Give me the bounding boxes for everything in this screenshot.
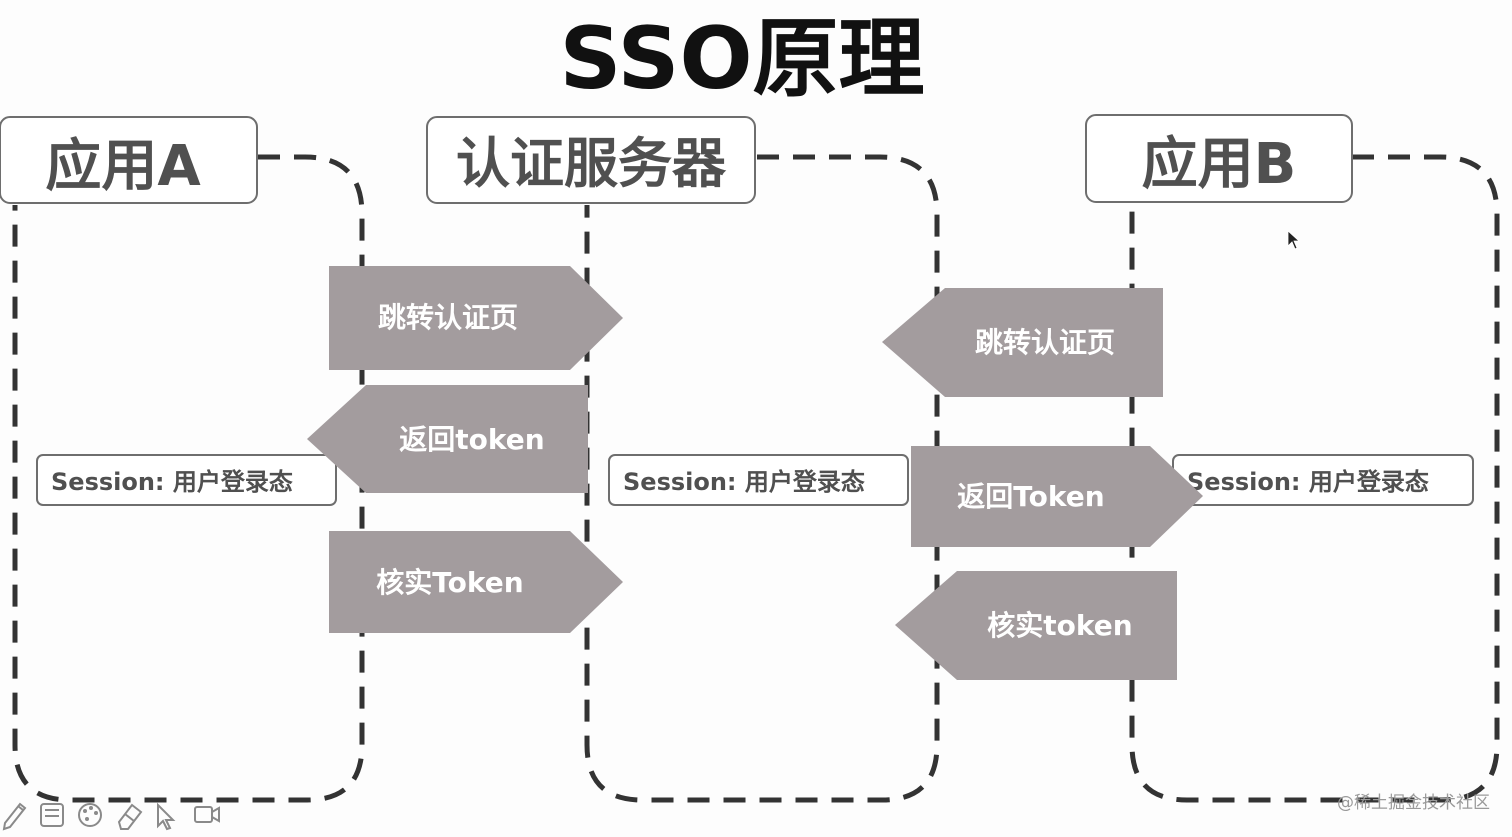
container-app-a <box>12 154 365 803</box>
camera-icon[interactable] <box>190 800 222 830</box>
diagram-title: SSO原理 <box>559 9 924 109</box>
arrow-a-redirect: 跳转认证页 <box>329 266 623 370</box>
arrow-b-redirect: 跳转认证页 <box>882 288 1163 397</box>
palette-icon[interactable] <box>74 800 104 830</box>
arrow-b-verify-token: 核实token <box>895 571 1177 680</box>
arrow-b-redirect-label: 跳转认证页 <box>975 326 1115 359</box>
pointer-icon[interactable] <box>151 800 181 831</box>
header-app-b-label: 应用B <box>1142 132 1297 197</box>
arrow-b-return-token: 返回Token <box>911 446 1203 547</box>
header-app-a-label: 应用A <box>45 134 201 199</box>
session-box-auth-server: Session: 用户登录态 <box>608 454 909 506</box>
header-auth-server: 认证服务器 <box>426 116 756 204</box>
session-label-app-a: Session: 用户登录态 <box>51 468 293 496</box>
presentation-toolbar <box>0 800 222 831</box>
dashed-containers <box>12 154 1500 803</box>
container-app-b <box>1129 154 1500 803</box>
header-auth-server-label: 认证服务器 <box>456 132 727 195</box>
session-label-auth-server: Session: 用户登录态 <box>623 468 865 496</box>
container-auth-server <box>584 154 940 803</box>
arrow-a-verify-token: 核实Token <box>329 531 623 633</box>
eraser-icon[interactable] <box>113 800 143 830</box>
save-icon[interactable] <box>36 800 66 830</box>
arrow-a-redirect-label: 跳转认证页 <box>378 301 518 334</box>
session-label-app-b: Session: 用户登录态 <box>1187 468 1429 496</box>
mouse-cursor-icon <box>1287 230 1301 250</box>
header-app-a: 应用A <box>0 116 258 204</box>
header-app-b: 应用B <box>1085 114 1353 203</box>
arrow-b-verify-token-label: 核实token <box>987 609 1132 642</box>
pencil-icon[interactable] <box>0 800 30 831</box>
arrow-a-verify-token-label: 核实Token <box>376 566 523 599</box>
session-box-app-b: Session: 用户登录态 <box>1172 454 1474 506</box>
watermark: @稀土掘金技术社区 <box>1337 793 1490 813</box>
arrow-a-return-token: 返回token <box>307 385 588 493</box>
arrow-b-return-token-label: 返回Token <box>957 480 1104 513</box>
session-box-app-a: Session: 用户登录态 <box>36 454 337 506</box>
arrow-a-return-token-label: 返回token <box>399 423 544 456</box>
